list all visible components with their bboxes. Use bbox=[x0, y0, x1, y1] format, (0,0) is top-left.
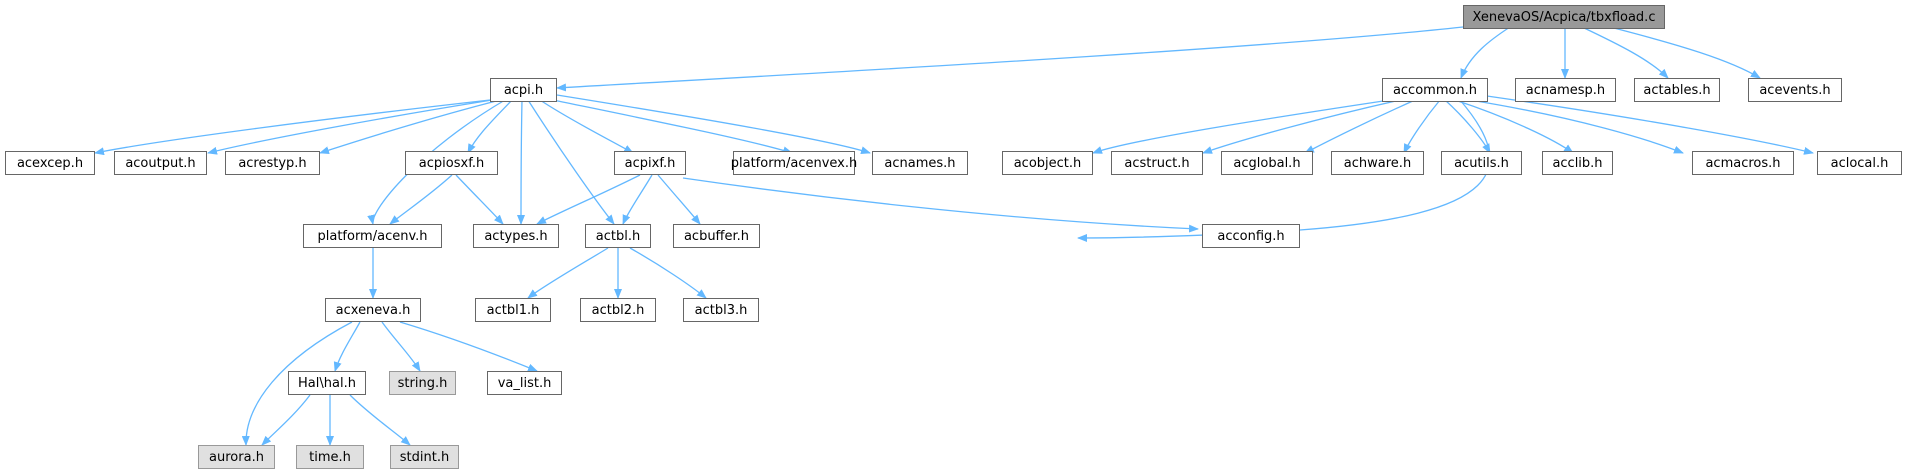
node-acexcep-h[interactable]: acexcep.h bbox=[5, 151, 95, 175]
edge-acxeneva-halh bbox=[333, 321, 361, 372]
edge-root-acpi bbox=[556, 26, 1464, 92]
edge-halh-aurora bbox=[261, 394, 311, 446]
node-accommon-h[interactable]: accommon.h bbox=[1382, 78, 1488, 102]
edge-actbl-actbl1 bbox=[527, 247, 609, 299]
node-acglobal-h[interactable]: acglobal.h bbox=[1221, 151, 1313, 175]
edge-acpi-acoutput bbox=[207, 99, 493, 155]
node-aclocal-h[interactable]: aclocal.h bbox=[1817, 151, 1902, 175]
edge-accommon-acutils bbox=[1444, 99, 1491, 154]
edge-acpi-acenvex bbox=[552, 99, 793, 155]
node-acutils-h[interactable]: acutils.h bbox=[1441, 151, 1522, 175]
node-acstruct-h[interactable]: acstruct.h bbox=[1111, 151, 1203, 175]
edge-halh-stdint bbox=[349, 394, 411, 446]
edge-acxeneva-va_list bbox=[399, 321, 538, 372]
node-acconfig-h[interactable]: acconfig.h bbox=[1202, 224, 1300, 248]
edge-acpi-acnames bbox=[556, 94, 871, 155]
edge-accommon-acobject bbox=[1092, 99, 1391, 154]
edge-acpi-actbl bbox=[527, 99, 615, 225]
node-acpiosxf-h[interactable]: acpiosxf.h bbox=[405, 151, 498, 175]
edge-actbl-actbl3 bbox=[629, 247, 707, 299]
node-actbl1-h[interactable]: actbl1.h bbox=[475, 298, 551, 322]
node-actbl3-h[interactable]: actbl3.h bbox=[683, 298, 759, 322]
edge-acpiosxf-acenv bbox=[389, 174, 453, 225]
node-platform-acenv-h[interactable]: platform/acenv.h bbox=[303, 224, 442, 248]
node-actbl-h[interactable]: actbl.h bbox=[585, 224, 651, 248]
edge-root-actables bbox=[1581, 26, 1669, 79]
node-acrestyp-h[interactable]: acrestyp.h bbox=[225, 151, 320, 175]
edge-acpi-acpiosxf bbox=[467, 99, 513, 154]
edge-accommon-aclocal bbox=[1479, 94, 1814, 155]
node-actbl2-h[interactable]: actbl2.h bbox=[580, 298, 656, 322]
edge-acpi-acrestyp bbox=[319, 99, 501, 155]
node-acoutput-h[interactable]: acoutput.h bbox=[114, 151, 207, 175]
edge-acpixf-actypes bbox=[536, 174, 641, 225]
edge-root-accommon bbox=[1460, 26, 1511, 79]
node-acxeneva-h[interactable]: acxeneva.h bbox=[325, 298, 421, 322]
node-actypes-h[interactable]: actypes.h bbox=[473, 224, 559, 248]
edge-acpi-actypes bbox=[517, 99, 526, 225]
edge-acpixf-acconfig bbox=[682, 177, 1199, 233]
edge-accommon-acstruct bbox=[1202, 99, 1401, 154]
edge-acxeneva-string bbox=[381, 321, 421, 372]
node-acobject-h[interactable]: acobject.h bbox=[1002, 151, 1093, 175]
edge-accommon-acclib bbox=[1454, 99, 1574, 154]
node-va-list-h[interactable]: va_list.h bbox=[487, 371, 562, 395]
node-stdint-h: stdint.h bbox=[390, 445, 459, 469]
edge-acxeneva-aurora bbox=[241, 321, 353, 446]
node-acnames-h[interactable]: acnames.h bbox=[872, 151, 968, 175]
node-acpixf-h[interactable]: acpixf.h bbox=[614, 151, 686, 175]
edge-acpi-acpixf bbox=[539, 99, 634, 154]
edge-accommon-achware bbox=[1403, 99, 1441, 154]
node-acclib-h[interactable]: acclib.h bbox=[1542, 151, 1613, 175]
node-achware-h[interactable]: achware.h bbox=[1331, 151, 1424, 175]
edge-acpi-acenv bbox=[367, 99, 506, 225]
edge-acpi-acexcep bbox=[94, 99, 491, 156]
node-time-h: time.h bbox=[296, 445, 364, 469]
node-acnamesp-h[interactable]: acnamesp.h bbox=[1515, 78, 1616, 102]
node-string-h: string.h bbox=[389, 371, 456, 395]
node-acmacros-h[interactable]: acmacros.h bbox=[1692, 151, 1794, 175]
node-platform-acenvex-h[interactable]: platform/acenvex.h bbox=[731, 151, 857, 175]
node-acevents-h[interactable]: acevents.h bbox=[1748, 78, 1842, 102]
node-aurora-h: aurora.h bbox=[198, 445, 275, 469]
edge-acpixf-actbl bbox=[622, 174, 653, 225]
node-root-file: XenevaOS/Acpica/tbxfload.c bbox=[1463, 5, 1665, 29]
edge-accommon-acmacros bbox=[1469, 99, 1684, 154]
node-acbuffer-h[interactable]: acbuffer.h bbox=[673, 224, 760, 248]
edge-acpixf-acbuffer bbox=[657, 174, 701, 225]
node-actables-h[interactable]: actables.h bbox=[1634, 78, 1720, 102]
edge-acpiosxf-actypes bbox=[455, 174, 504, 225]
node-hal-hal-h[interactable]: Hal\hal.h bbox=[288, 371, 366, 395]
node-acpi-h[interactable]: acpi.h bbox=[490, 78, 557, 102]
edge-root-acevents bbox=[1609, 26, 1761, 79]
edge-accommon-acglobal bbox=[1304, 99, 1416, 154]
